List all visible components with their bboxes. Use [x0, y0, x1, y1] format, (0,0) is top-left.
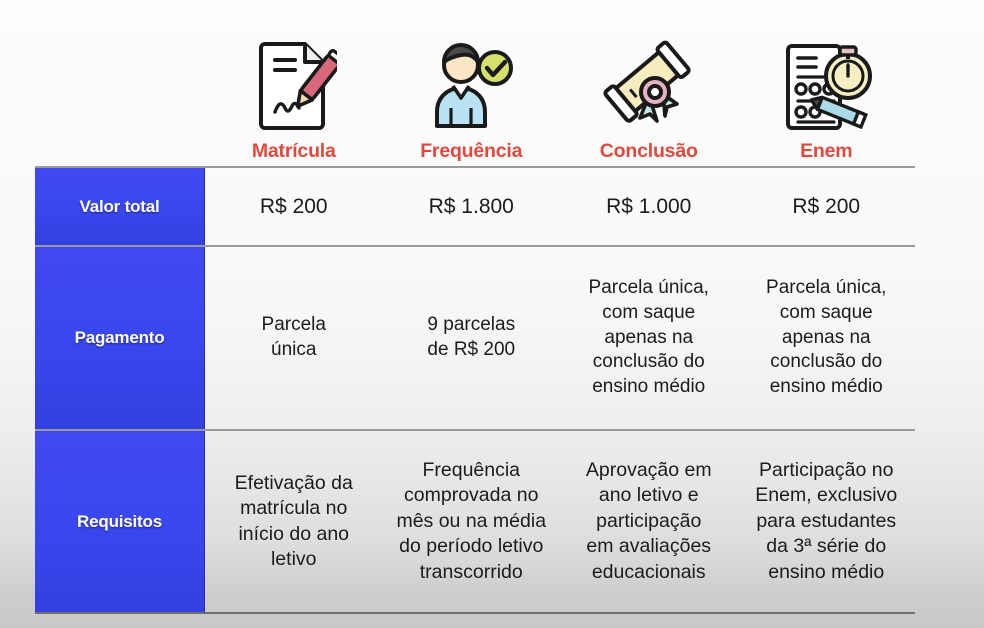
benefits-table: Valor total R$ 200 R$ 1.800 R$ 1.000 R$ … — [35, 166, 915, 614]
row-cells: R$ 200 R$ 1.800 R$ 1.000 R$ 200 — [205, 168, 915, 245]
header-label-enem: Enem — [800, 140, 853, 162]
header-column-conclusao: Conclusão — [560, 18, 738, 163]
row-header-valor-total: Valor total — [35, 168, 205, 245]
diploma-icon — [601, 34, 697, 134]
document-pen-icon — [251, 34, 337, 134]
cell-valor-matricula: R$ 200 — [259, 194, 328, 218]
cell-valor-conclusao: R$ 1.000 — [606, 194, 692, 218]
person-check-icon — [423, 34, 519, 134]
exam-timer-icon — [778, 34, 874, 134]
table-row: Valor total R$ 200 R$ 1.800 R$ 1.000 R$ … — [35, 166, 915, 245]
table-row: Pagamento Parcela única 9 parcelas de R$… — [35, 245, 915, 429]
cell-valor-enem: R$ 200 — [792, 194, 861, 218]
row-header-pagamento: Pagamento — [35, 247, 205, 429]
header-icon-strip: Matrícula Frequência — [205, 18, 915, 163]
row-cells: Efetivação da matrícula no início do ano… — [205, 431, 915, 612]
header-label-frequencia: Frequência — [420, 140, 523, 162]
row-header-label: Valor total — [79, 196, 160, 216]
header-column-frequencia: Frequência — [383, 18, 561, 163]
cell-pagamento-frequencia: 9 parcelas de R$ 200 — [427, 314, 516, 360]
row-header-label: Requisitos — [77, 511, 162, 531]
cell-pagamento-matricula: Parcela única — [261, 314, 326, 360]
cell-requisitos-enem: Participação no Enem, exclusivo para est… — [755, 459, 898, 583]
header-label-matricula: Matrícula — [251, 140, 336, 162]
header-column-matricula: Matrícula — [205, 18, 383, 163]
header-column-enem: Enem — [738, 18, 916, 163]
header-label-conclusao: Conclusão — [599, 140, 698, 162]
cell-requisitos-frequencia: Frequência comprovada no mês ou na média… — [396, 459, 547, 583]
cell-requisitos-conclusao: Aprovação em ano letivo e participação e… — [585, 459, 712, 583]
row-header-requisitos: Requisitos — [35, 431, 205, 612]
cell-pagamento-conclusao: Parcela única, com saque apenas na concl… — [588, 277, 709, 398]
cell-valor-frequencia: R$ 1.800 — [428, 194, 514, 218]
row-cells: Parcela única 9 parcelas de R$ 200 Parce… — [205, 247, 915, 429]
table-row: Requisitos Efetivação da matrícula no in… — [35, 429, 915, 614]
row-header-label: Pagamento — [74, 328, 165, 347]
cell-pagamento-enem: Parcela única, com saque apenas na concl… — [766, 277, 887, 398]
cell-requisitos-matricula: Efetivação da matrícula no início do ano… — [234, 471, 353, 570]
